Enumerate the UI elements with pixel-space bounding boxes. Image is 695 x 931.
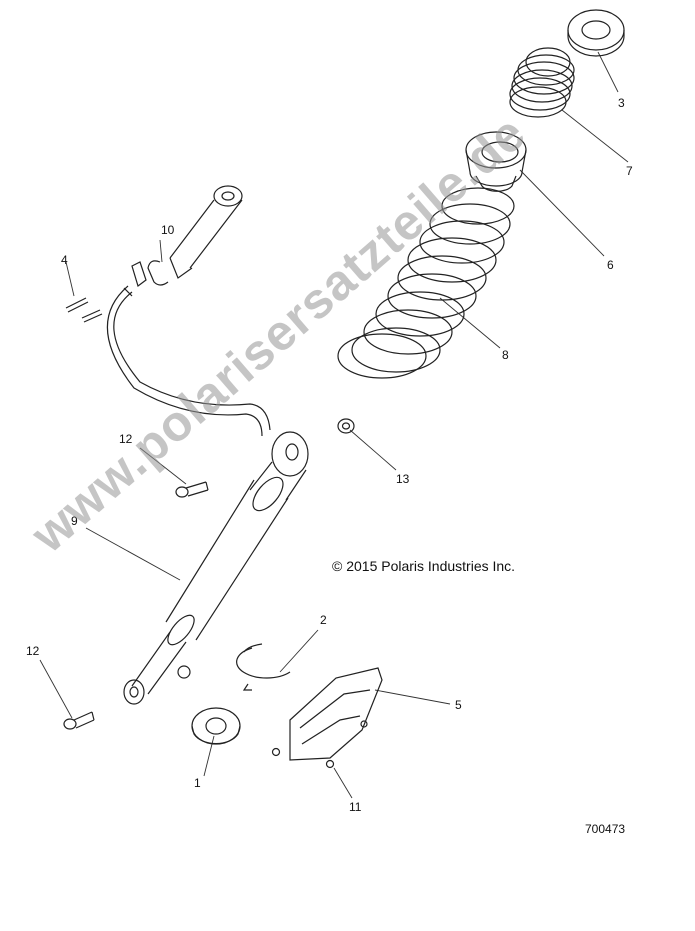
lower-spring-seat bbox=[191, 707, 241, 745]
callout-7: 7 bbox=[626, 164, 633, 178]
reservoir-hose bbox=[106, 285, 271, 437]
nut-small bbox=[177, 665, 191, 679]
small-spring bbox=[509, 47, 575, 118]
guard-screws bbox=[271, 720, 368, 769]
bolt-12-upper bbox=[175, 481, 209, 498]
callout-11: 11 bbox=[349, 800, 362, 814]
shock-guard bbox=[289, 667, 383, 761]
callout-5: 5 bbox=[455, 698, 462, 712]
bolt-12-lower bbox=[63, 711, 95, 730]
callout-9: 9 bbox=[71, 514, 78, 528]
callout-12-upper: 12 bbox=[119, 432, 133, 446]
copyright-notice: © 2015 Polaris Industries Inc. bbox=[332, 558, 516, 574]
spring-retainer bbox=[236, 643, 291, 691]
callout-12-lower: 12 bbox=[26, 644, 40, 658]
upper-spring-washer bbox=[567, 9, 625, 57]
callout-6: 6 bbox=[607, 258, 614, 272]
nut-13 bbox=[337, 418, 355, 434]
main-spring bbox=[337, 187, 515, 379]
shock-reservoir bbox=[131, 185, 243, 287]
shock-absorber bbox=[123, 431, 309, 705]
callout-1: 1 bbox=[194, 776, 201, 790]
callout-10: 10 bbox=[161, 223, 175, 237]
callout-3: 3 bbox=[618, 96, 625, 110]
spring-spacer bbox=[465, 131, 527, 192]
leader-lines bbox=[39, 51, 629, 799]
callout-4: 4 bbox=[61, 253, 68, 267]
callout-2: 2 bbox=[320, 613, 327, 627]
callout-8: 8 bbox=[502, 348, 509, 362]
hose-clips bbox=[65, 297, 103, 323]
callout-13: 13 bbox=[396, 472, 410, 486]
diagram-number: 700473 bbox=[585, 822, 626, 836]
